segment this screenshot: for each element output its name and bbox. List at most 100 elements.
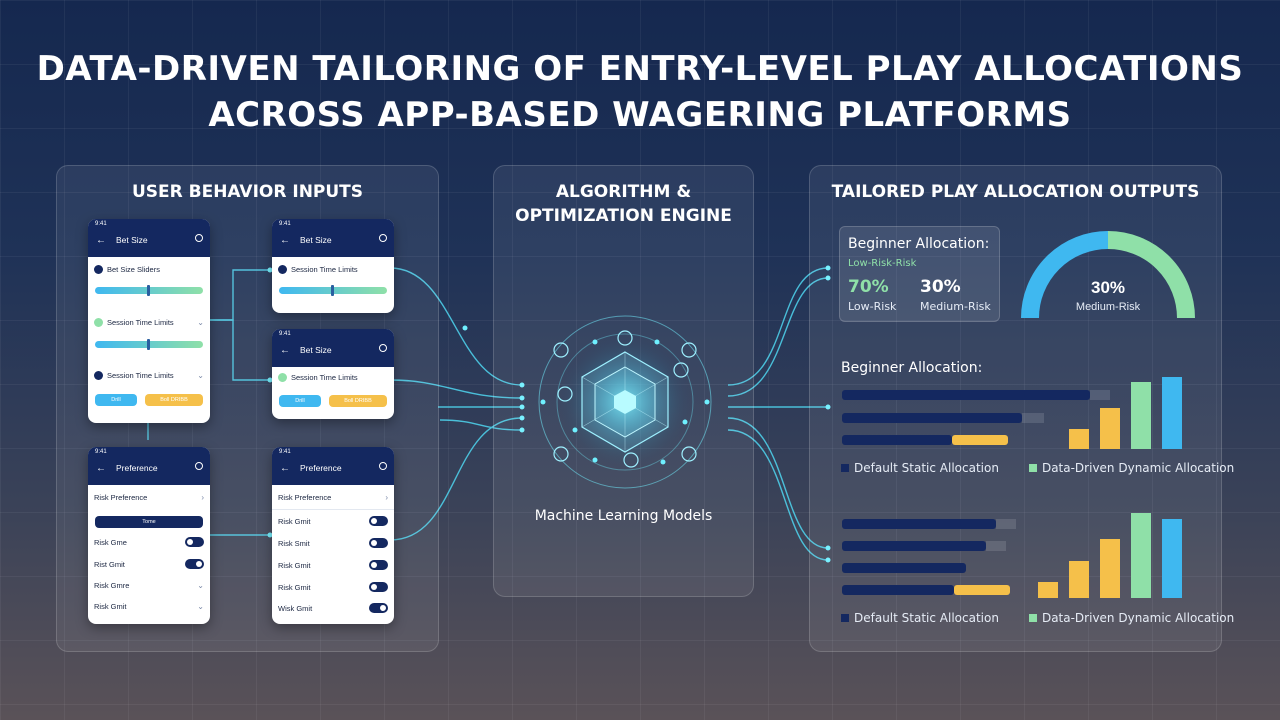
back-arrow-icon[interactable]: ← xyxy=(280,463,290,474)
back-arrow-icon[interactable]: ← xyxy=(96,463,106,474)
bar-static xyxy=(842,541,986,551)
legend-bottom: Default Static Allocation Data-Driven Dy… xyxy=(841,611,1234,625)
medium-risk-gauge: 30% Medium-Risk xyxy=(1021,231,1195,319)
risk-preference-row[interactable]: Risk Preference › xyxy=(94,493,204,502)
chevron-right-icon: › xyxy=(201,493,204,502)
search-icon[interactable] xyxy=(379,344,387,352)
search-icon[interactable] xyxy=(195,234,203,242)
preference-pill[interactable]: Tome xyxy=(95,516,203,528)
engine-title-line-1: ALGORITHM & xyxy=(555,182,692,202)
bet-size-slider[interactable] xyxy=(95,285,203,296)
phone-title: Bet Size xyxy=(300,345,332,355)
phone-title: Bet Size xyxy=(300,235,332,245)
chevron-down-icon: ⌄ xyxy=(197,318,204,327)
row-label: Session Time Limits xyxy=(291,265,358,274)
slider-knob[interactable] xyxy=(146,285,150,296)
chevron-down-icon: ⌄ xyxy=(197,371,204,380)
toggle-switch[interactable] xyxy=(369,516,388,526)
row-label: Risk Gmit xyxy=(278,516,311,526)
legend-top: Default Static Allocation Data-Driven Dy… xyxy=(841,461,1234,475)
status-time: 9:41 xyxy=(279,449,291,455)
session-time-slider[interactable] xyxy=(279,285,387,296)
phone-preference-right: 9:41 ← Preference Risk Preference › Risk… xyxy=(272,447,394,624)
low-risk-value: 70% xyxy=(848,277,889,297)
inputs-panel-title: USER BEHAVIOR INPUTS xyxy=(131,182,364,202)
session-time-slider[interactable] xyxy=(95,339,203,350)
slider-knob[interactable] xyxy=(330,285,334,296)
phone-header: 9:41 ← Preference xyxy=(88,447,210,485)
row-label: Risk Gmit xyxy=(94,602,127,611)
chevron-right-icon: › xyxy=(385,493,388,502)
engine-caption: Machine Learning Models xyxy=(534,508,713,524)
gauge-label: Medium-Risk xyxy=(1076,301,1141,313)
phone-title: Preference xyxy=(300,463,342,473)
toggle-row[interactable]: Risk Gmre ⌄ xyxy=(94,581,204,590)
orbit-dot xyxy=(572,427,578,433)
option-pill[interactable]: Boll DRIBB xyxy=(329,395,387,407)
column-yellow xyxy=(1069,561,1089,598)
medium-risk-label: Medium-Risk xyxy=(920,300,991,313)
allocation-bars-bottom xyxy=(842,513,1182,598)
bar-fade xyxy=(996,519,1016,529)
toggle-switch[interactable] xyxy=(369,603,388,613)
toggle-row[interactable]: Risk Gmit ⌄ xyxy=(94,602,204,611)
back-arrow-icon[interactable]: ← xyxy=(280,345,290,356)
low-risk-label: Low-Risk xyxy=(848,300,897,313)
check-icon xyxy=(278,373,287,382)
toggle-row[interactable]: Risk Gmit xyxy=(278,560,388,570)
divider xyxy=(272,509,394,510)
legend-label-static: Default Static Allocation xyxy=(854,461,999,475)
phone-bet-size-compact: 9:41 ← Bet Size Session Time Limits xyxy=(272,219,394,313)
page-title-line-1: DATA-DRIVEN TAILORING OF ENTRY-LEVEL PLA… xyxy=(36,49,1244,89)
toggle-switch[interactable] xyxy=(369,538,388,548)
row-label: Risk Preference xyxy=(278,493,332,502)
search-icon[interactable] xyxy=(195,462,203,470)
slider-knob[interactable] xyxy=(146,339,150,350)
toggle-switch[interactable] xyxy=(185,559,204,569)
toggle-row[interactable]: Rist Gmit xyxy=(94,559,204,569)
list-item[interactable]: Session Time Limits xyxy=(278,373,388,382)
option-pill[interactable]: Drill xyxy=(95,394,137,406)
node-icon xyxy=(557,386,573,402)
list-item[interactable]: Session Time Limits xyxy=(278,265,388,274)
gauge-segment-green xyxy=(1107,231,1195,319)
back-arrow-icon[interactable]: ← xyxy=(96,235,106,246)
option-pill[interactable]: Boll DRIBB xyxy=(145,394,203,406)
list-item[interactable]: Session Time Limits ⌄ xyxy=(94,318,204,327)
status-time: 9:41 xyxy=(95,449,107,455)
toggle-switch[interactable] xyxy=(369,582,388,592)
row-label: Risk Gmit xyxy=(278,582,311,592)
list-item[interactable]: Session Time Limits ⌄ xyxy=(94,371,204,380)
column-cyan xyxy=(1162,377,1182,449)
legend-label-dynamic: Data-Driven Dynamic Allocation xyxy=(1041,611,1235,625)
orbit-dot xyxy=(654,339,660,345)
toggle-switch[interactable] xyxy=(185,537,204,547)
toggle-row[interactable]: Risk Smit xyxy=(278,538,388,548)
column-yellow xyxy=(1100,408,1120,449)
option-pill[interactable]: Drill xyxy=(279,395,321,407)
row-label: Risk Smit xyxy=(278,538,310,548)
list-item[interactable]: Bet Size Sliders xyxy=(94,265,204,274)
search-icon[interactable] xyxy=(379,462,387,470)
card-subtitle: Low-Risk-Risk xyxy=(848,258,917,269)
bar-dynamic xyxy=(952,435,1008,445)
node-icon xyxy=(673,362,689,378)
phone-title: Bet Size xyxy=(116,235,148,245)
back-arrow-icon[interactable]: ← xyxy=(280,235,290,246)
toggle-row[interactable]: Risk Gme xyxy=(94,537,204,547)
bar-fade xyxy=(1022,413,1044,423)
toggle-row[interactable]: Risk Gmit xyxy=(278,582,388,592)
beginner-allocation-card: Beginner Allocation: Low-Risk-Risk 70% L… xyxy=(839,226,1000,322)
risk-preference-row[interactable]: Risk Preference › xyxy=(278,493,388,502)
toggle-switch[interactable] xyxy=(369,560,388,570)
column-yellow xyxy=(1069,429,1089,449)
search-icon[interactable] xyxy=(379,234,387,242)
legend-swatch-static xyxy=(841,464,849,472)
orbit-dot xyxy=(592,339,598,345)
chevron-down-icon: ⌄ xyxy=(197,602,204,611)
toggle-row[interactable]: Wisk Gmit xyxy=(278,603,388,613)
row-label: Session Time Limits xyxy=(291,373,358,382)
bar-static xyxy=(842,413,1022,423)
toggle-row[interactable]: Risk Gmit xyxy=(278,516,388,526)
column-green xyxy=(1131,382,1151,449)
